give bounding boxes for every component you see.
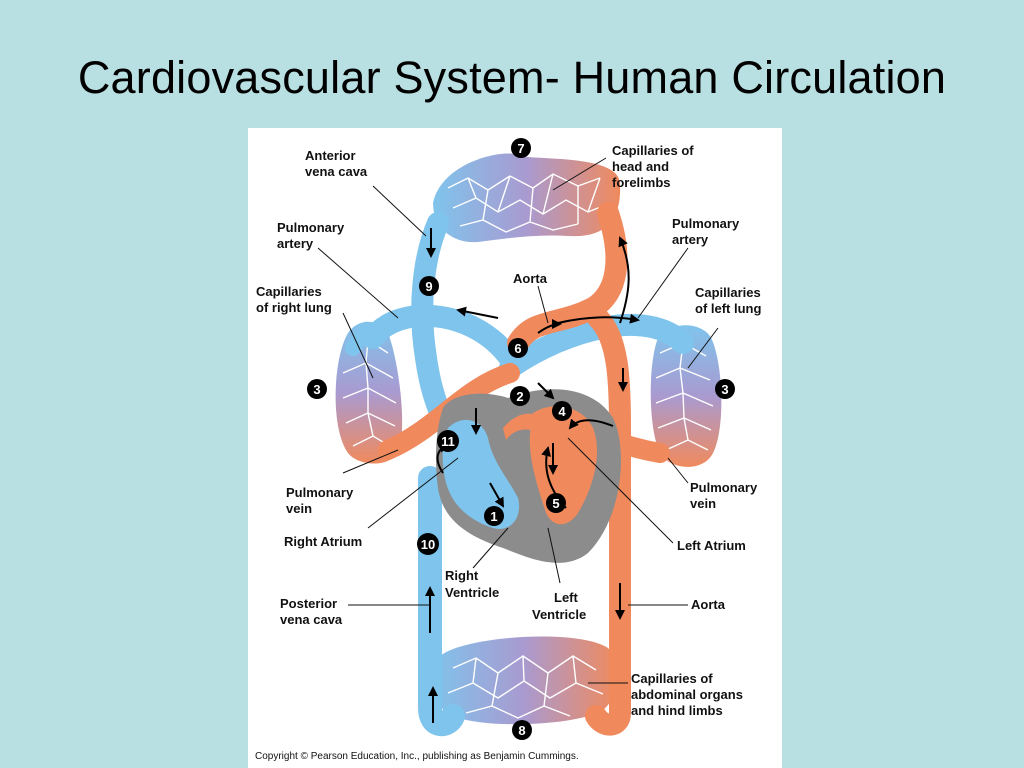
number-markers: 7 9 6 2 4 3 3 11 5 1 10 8 xyxy=(307,138,735,740)
marker-3-left: 3 xyxy=(307,379,327,399)
label-anterior-vena-cava: Anterior vena cava xyxy=(305,148,368,179)
label-right-atrium: Right Atrium xyxy=(284,534,362,549)
svg-text:2: 2 xyxy=(516,389,523,404)
marker-5: 5 xyxy=(546,493,566,513)
marker-9: 9 xyxy=(419,276,439,296)
svg-text:10: 10 xyxy=(421,537,435,552)
label-capillaries-abdominal: Capillaries of abdominal organs and hind… xyxy=(631,671,747,718)
label-pulmonary-artery-right: Pulmonary artery xyxy=(672,216,743,247)
capillaries-abdominal-bed xyxy=(430,636,618,725)
label-posterior-vena-cava: Posterior vena cava xyxy=(280,596,343,627)
svg-text:8: 8 xyxy=(518,723,525,738)
svg-text:6: 6 xyxy=(514,341,521,356)
svg-text:7: 7 xyxy=(517,141,524,156)
label-capillaries-left-lung: Capillaries of left lung xyxy=(695,285,764,316)
circulation-svg: 7 9 6 2 4 3 3 11 5 1 10 8 Anterior vena … xyxy=(255,138,764,762)
capillaries-head-bed xyxy=(433,153,621,243)
diagram-labels: Anterior vena cava Capillaries of head a… xyxy=(255,143,764,762)
marker-8: 8 xyxy=(512,720,532,740)
slide-title: Cardiovascular System- Human Circulation xyxy=(77,52,947,103)
label-right-ventricle: Right Ventricle xyxy=(445,568,499,600)
marker-1: 1 xyxy=(484,506,504,526)
label-pulmonary-vein-right: Pulmonary vein xyxy=(690,480,761,511)
marker-10: 10 xyxy=(417,533,439,555)
svg-text:1: 1 xyxy=(490,509,497,524)
label-capillaries-head: Capillaries of head and forelimbs xyxy=(612,143,697,190)
copyright-text: Copyright © Pearson Education, Inc., pub… xyxy=(255,751,579,762)
svg-text:5: 5 xyxy=(552,496,559,511)
marker-6: 6 xyxy=(508,338,528,358)
marker-7: 7 xyxy=(511,138,531,158)
leader-lines xyxy=(317,157,719,684)
label-pulmonary-artery-left: Pulmonary artery xyxy=(277,220,348,251)
circulation-diagram: 7 9 6 2 4 3 3 11 5 1 10 8 Anterior vena … xyxy=(248,128,782,768)
heart xyxy=(435,389,621,563)
label-pulmonary-vein-left: Pulmonary vein xyxy=(286,485,357,516)
label-aorta-top: Aorta xyxy=(513,271,548,286)
label-left-ventricle: Left Ventricle xyxy=(532,590,586,622)
svg-text:4: 4 xyxy=(558,404,566,419)
svg-text:11: 11 xyxy=(441,434,455,449)
marker-11: 11 xyxy=(437,430,459,452)
svg-text:3: 3 xyxy=(721,382,728,397)
marker-4: 4 xyxy=(552,401,572,421)
svg-text:9: 9 xyxy=(425,279,432,294)
label-aorta-bottom: Aorta xyxy=(691,597,726,612)
svg-text:3: 3 xyxy=(313,382,320,397)
label-left-atrium: Left Atrium xyxy=(677,538,746,553)
marker-3-right: 3 xyxy=(715,379,735,399)
marker-2: 2 xyxy=(510,386,530,406)
label-capillaries-right-lung: Capillaries of right lung xyxy=(256,284,332,315)
